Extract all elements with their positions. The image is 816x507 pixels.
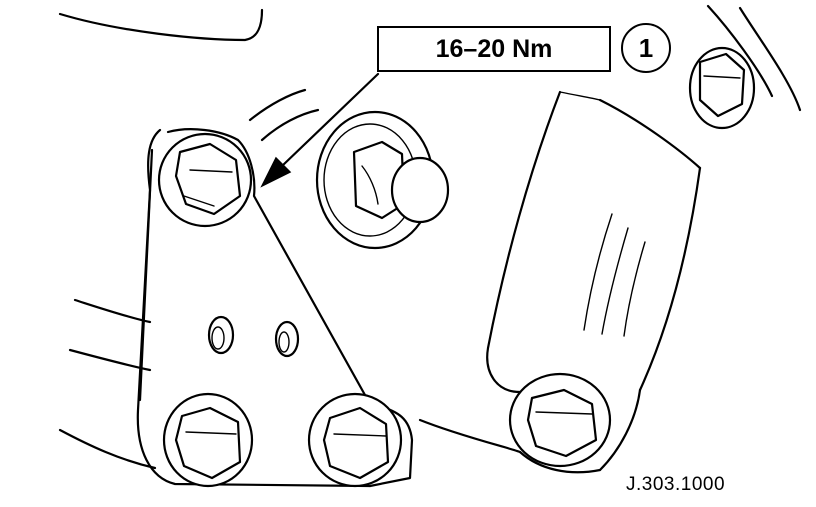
- housing-outline: [58, 4, 802, 470]
- bottom-left-bolt: [162, 392, 254, 488]
- leader-arrow: [260, 72, 380, 188]
- top-left-bolt: [157, 132, 253, 228]
- top-right-bolt: [688, 46, 756, 130]
- bracket-plate: [136, 128, 602, 488]
- arrowhead: [260, 156, 292, 188]
- callout-number: 1: [621, 23, 671, 73]
- torque-spec-label: 16–20 Nm: [377, 26, 611, 72]
- reference-code: J.303.1000: [626, 474, 726, 495]
- rear-arm: [486, 90, 702, 472]
- center-stud: [315, 110, 450, 250]
- bottom-right-bolt: [508, 372, 612, 468]
- bottom-center-bolt: [307, 392, 403, 488]
